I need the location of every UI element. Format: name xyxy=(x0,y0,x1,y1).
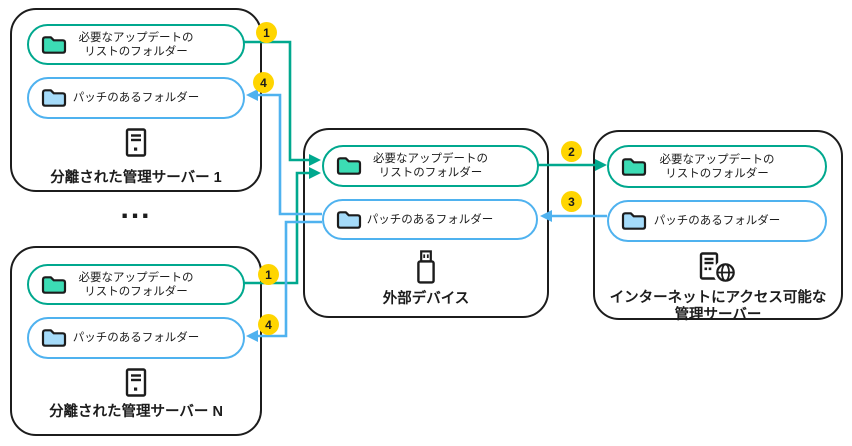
updates-folder-label: 必要なアップデートの リストのフォルダー xyxy=(659,153,775,180)
node-isolated-server-n: 必要なアップデートの リストのフォルダー パッチのあるフォルダー 分離された管理… xyxy=(10,246,262,436)
folder-icon-blue xyxy=(336,210,362,229)
patches-folder-label: パッチのあるフォルダー xyxy=(653,215,781,227)
node-isolated-server-1: 必要なアップデートの リストのフォルダー パッチのあるフォルダー 分離された管理… xyxy=(10,8,262,192)
updates-folder-label: 必要なアップデートの リストのフォルダー xyxy=(373,153,488,179)
updates-folder-label: 必要なアップデートの リストのフォルダー xyxy=(78,271,194,298)
folder-icon-blue xyxy=(621,212,647,230)
step-badge-1-server1: 1 xyxy=(256,22,277,43)
patches-folder-pill-device: パッチのあるフォルダー xyxy=(322,199,538,240)
folder-icon-blue xyxy=(41,329,67,347)
step-badge-4-serverN: 4 xyxy=(258,314,279,335)
folder-icon-green xyxy=(41,35,67,54)
patches-folder-label: パッチのあるフォルダー xyxy=(72,92,200,104)
folder-icon-green xyxy=(41,275,67,294)
updates-folder-pill-server1: 必要なアップデートの リストのフォルダー xyxy=(27,24,245,65)
step-badge-4-server1: 4 xyxy=(253,72,274,93)
server-tower-icon xyxy=(125,368,147,397)
updates-folder-pill-serverN: 必要なアップデートの リストのフォルダー xyxy=(27,264,245,305)
folder-icon-green xyxy=(621,157,647,176)
patches-folder-pill-serverN: パッチのあるフォルダー xyxy=(27,317,245,359)
node-internet-server: 必要なアップデートの リストのフォルダー パッチのあるフォルダー インターネット… xyxy=(593,130,843,323)
updates-folder-label: 必要なアップデートの リストのフォルダー xyxy=(78,31,194,58)
patches-folder-pill-internet: パッチのあるフォルダー xyxy=(607,200,827,242)
step-badge-3: 3 xyxy=(561,191,582,212)
node-title-serverN: 分離された管理サーバー N xyxy=(49,404,223,420)
node-external-device: 必要なアップデートの リストのフォルダー パッチのあるフォルダー 外部デバイス xyxy=(303,128,549,318)
patches-folder-pill-server1: パッチのあるフォルダー xyxy=(27,77,245,119)
folder-icon-green xyxy=(336,157,362,175)
node-title-server1: 分離された管理サーバー 1 xyxy=(50,170,222,186)
server-tower-icon xyxy=(125,128,147,157)
updates-folder-pill-internet: 必要なアップデートの リストのフォルダー xyxy=(607,145,827,188)
step-badge-2: 2 xyxy=(561,141,582,162)
node-title-device: 外部デバイス xyxy=(382,291,470,307)
more-servers-ellipsis: ... xyxy=(120,192,152,225)
updates-folder-pill-device: 必要なアップデートの リストのフォルダー xyxy=(322,145,539,187)
usb-device-icon xyxy=(417,250,435,284)
node-title-internet-server: インターネットにアクセス可能な 管理サーバー xyxy=(609,290,827,323)
step-badge-1-serverN: 1 xyxy=(258,264,279,285)
folder-icon-blue xyxy=(41,89,67,107)
internet-server-icon xyxy=(699,252,737,283)
patches-folder-label: パッチのあるフォルダー xyxy=(72,332,200,344)
patches-folder-label: パッチのあるフォルダー xyxy=(366,213,494,226)
